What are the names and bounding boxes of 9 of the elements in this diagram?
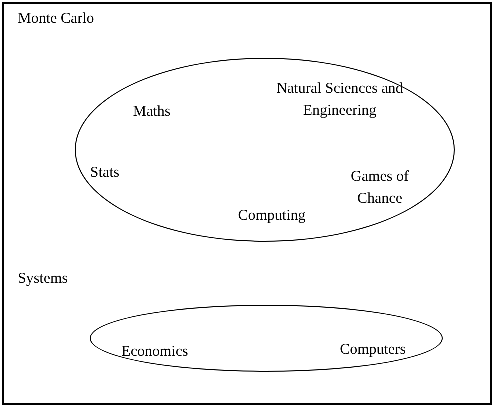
topic-text: Maths (112, 101, 192, 123)
topic-text: Stats (75, 162, 135, 184)
topic-text: Computing (222, 205, 322, 227)
topic-text: Computers (328, 339, 418, 361)
group-heading: Systems (18, 270, 68, 289)
topic-text: Games of Chance (335, 166, 425, 210)
topic-text: Natural Sciences and Engineering (265, 78, 415, 122)
topic-text: Economics (105, 341, 205, 363)
group-heading: Monte Carlo (18, 10, 94, 29)
